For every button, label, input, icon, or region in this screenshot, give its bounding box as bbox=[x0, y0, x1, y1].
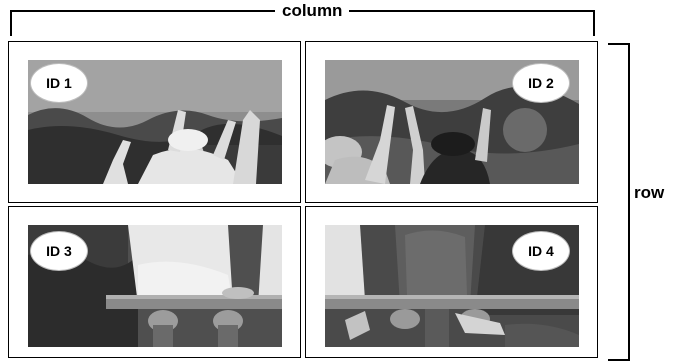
id-badge: ID 1 bbox=[31, 64, 87, 102]
row-label: row bbox=[634, 183, 665, 202]
grid-cell-id-1: ID 1 bbox=[8, 41, 301, 203]
row-bracket bbox=[608, 43, 630, 361]
grid-cell-id-2: ID 2 bbox=[305, 41, 598, 203]
id-badge: ID 2 bbox=[513, 64, 569, 102]
grid-cell-id-3: ID 3 bbox=[8, 206, 301, 358]
grid-cell-id-4: ID 4 bbox=[305, 206, 598, 358]
id-badge: ID 4 bbox=[513, 232, 569, 270]
column-label: column bbox=[275, 1, 350, 21]
id-badge: ID 3 bbox=[31, 232, 87, 270]
